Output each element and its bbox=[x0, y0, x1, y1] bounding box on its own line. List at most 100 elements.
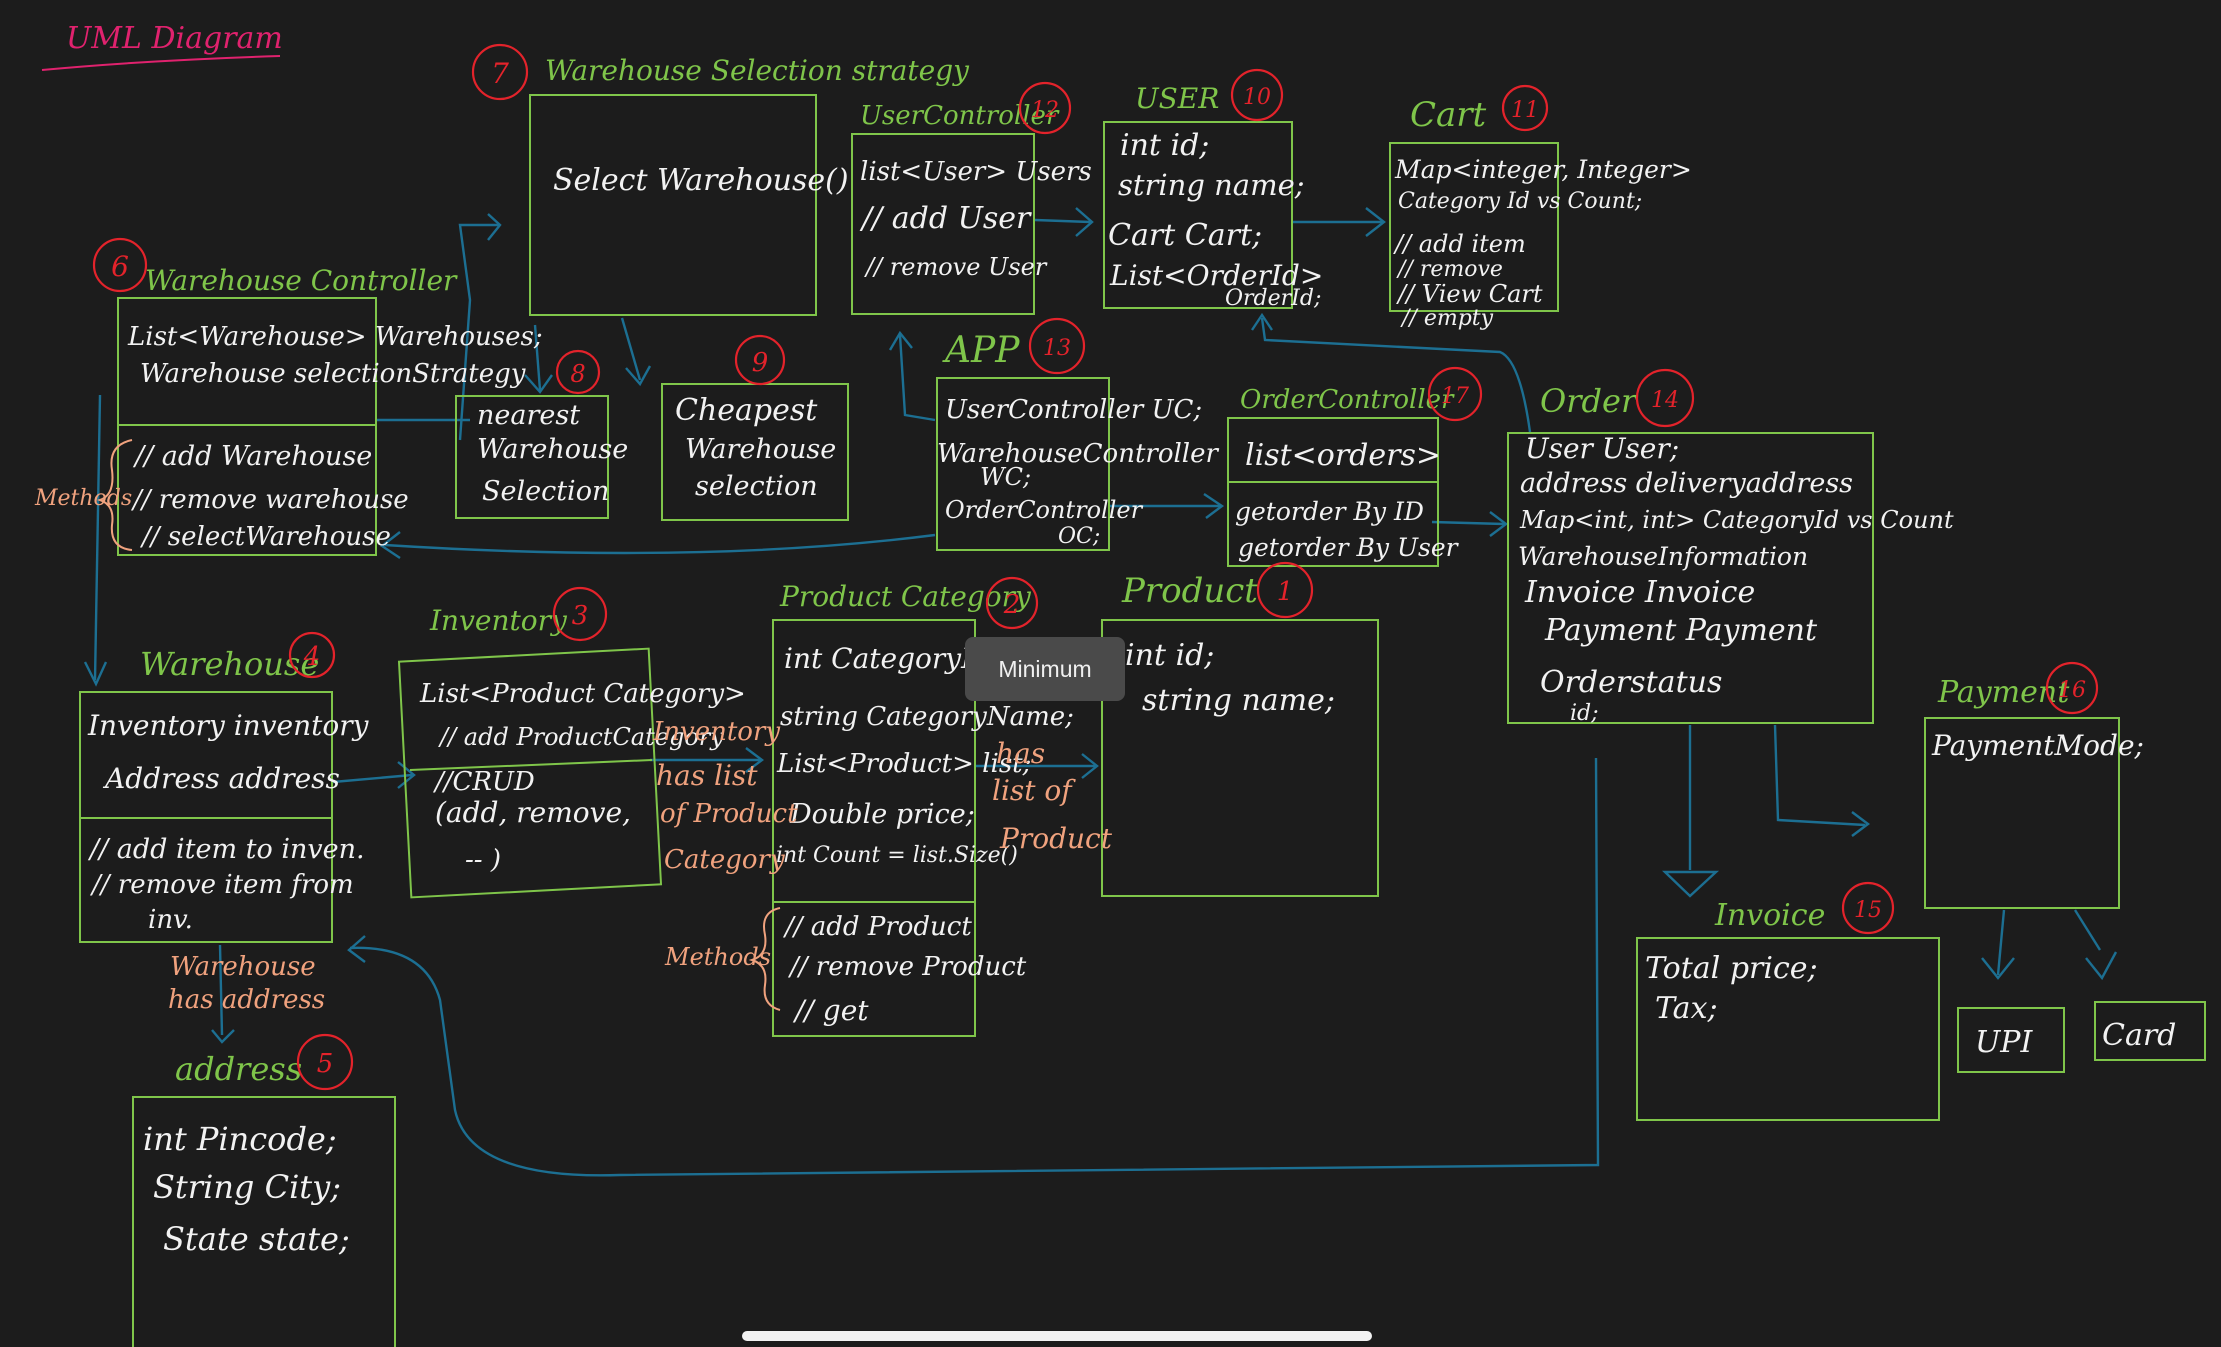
num-6: 6 bbox=[111, 250, 129, 283]
note-methods-left: Methods bbox=[34, 486, 132, 511]
class-name-product: Product bbox=[1121, 571, 1258, 611]
class-box-payment bbox=[1924, 717, 2120, 909]
order-attr-2: address deliveryaddress bbox=[1520, 468, 1853, 499]
cart-attr-5: // View Cart bbox=[1396, 280, 1543, 308]
uc-attr-1: list<User> Users bbox=[860, 157, 1092, 187]
num-11: 11 bbox=[1511, 98, 1539, 123]
num-17: 17 bbox=[1441, 384, 1469, 409]
brace-left bbox=[96, 439, 133, 551]
upi-name: UPI bbox=[1975, 1025, 2033, 1060]
class-name-user-controller: UserController bbox=[860, 101, 1060, 131]
cart-attr-3: // add item bbox=[1393, 230, 1526, 258]
class-box-order-controller bbox=[1227, 417, 1439, 567]
card-name: Card bbox=[2102, 1018, 2176, 1053]
num-1: 1 bbox=[1277, 577, 1294, 607]
cat-attr-5: int Count = list.Size() bbox=[776, 843, 1018, 868]
class-name-warehouse-controller: Warehouse Controller bbox=[145, 264, 458, 297]
cart-attr-2: Category Id vs Count; bbox=[1398, 189, 1642, 214]
app-attr-5: OC; bbox=[1058, 524, 1100, 549]
class-name-invoice: Invoice bbox=[1714, 898, 1825, 933]
class-box-cart bbox=[1389, 142, 1559, 312]
cheapest-line-1: Cheapest bbox=[675, 393, 818, 428]
class-name-inventory: Inventory bbox=[429, 604, 568, 637]
num-7: 7 bbox=[491, 57, 509, 90]
cat-method-3: // get bbox=[792, 994, 869, 1027]
order-attr-3: Map<int, int> CategoryId vs Count bbox=[1519, 506, 1954, 534]
class-box-card bbox=[2094, 1001, 2206, 1061]
num-16: 16 bbox=[2058, 678, 2086, 703]
connectors bbox=[83, 207, 2118, 1177]
class-name-payment: Payment bbox=[1937, 675, 2070, 710]
num-2: 2 bbox=[1003, 590, 1021, 620]
note-list-product-1: has bbox=[996, 737, 1045, 770]
num-8: 8 bbox=[570, 360, 585, 388]
address-attr-2: String City; bbox=[153, 1168, 341, 1206]
inv-method-2: (add, remove, bbox=[435, 796, 631, 829]
brace-cat bbox=[748, 907, 781, 1011]
cat-attr-1: int CategoryId bbox=[784, 642, 990, 675]
class-box-user bbox=[1103, 121, 1293, 309]
num-3: 3 bbox=[572, 601, 589, 631]
user-extra: OrderId; bbox=[1225, 286, 1321, 311]
class-box-warehouse-controller bbox=[117, 297, 377, 556]
class-box-warehouse bbox=[79, 691, 333, 943]
num-14: 14 bbox=[1651, 388, 1679, 413]
order-attr-6: Payment Payment bbox=[1544, 613, 1818, 648]
num-10: 10 bbox=[1243, 85, 1271, 110]
uc-attr-2: // add User bbox=[859, 201, 1032, 236]
home-indicator[interactable] bbox=[742, 1331, 1372, 1341]
class-box-strategy bbox=[529, 94, 817, 316]
invoice-attr-2: Tax; bbox=[1655, 991, 1718, 1026]
class-name-order-controller: OrderController bbox=[1240, 385, 1455, 415]
order-attr-5: Invoice Invoice bbox=[1524, 575, 1755, 610]
num-9: 9 bbox=[752, 348, 769, 378]
cheapest-line-2: Warehouse bbox=[685, 434, 836, 465]
oc-method-2: getorder By User bbox=[1238, 533, 1460, 562]
cat-attr-2: string CategoryName; bbox=[780, 702, 1074, 732]
user-attr-3: Cart Cart; bbox=[1108, 218, 1262, 253]
cat-attr-4: Double price; bbox=[789, 799, 975, 830]
strategy-method: Select Warehouse() bbox=[553, 163, 849, 198]
num-12: 12 bbox=[1031, 98, 1059, 123]
app-attr-3: WC; bbox=[980, 463, 1031, 491]
num-13: 13 bbox=[1043, 336, 1071, 361]
class-name-category: Product Category bbox=[779, 580, 1032, 613]
oc-method-1: getorder By ID bbox=[1235, 497, 1424, 526]
wh-method-1: // add item to inven. bbox=[87, 834, 365, 865]
cheapest-line-3: selection bbox=[695, 471, 818, 502]
cat-method-1: // add Product bbox=[782, 912, 972, 942]
note-inv-cat-2: has list bbox=[656, 759, 758, 792]
invoice-attr-1: Total price; bbox=[1645, 951, 1818, 986]
class-box-app bbox=[936, 377, 1110, 551]
class-name-cart: Cart bbox=[1410, 95, 1487, 135]
class-box-product bbox=[1101, 619, 1379, 897]
nearest-line-3: Selection bbox=[482, 476, 609, 507]
cart-attr-1: Map<integer, Integer> bbox=[1394, 155, 1692, 184]
app-attr-1: UserController UC; bbox=[945, 395, 1202, 425]
inv-attr-1: List<Product Category> bbox=[419, 679, 746, 709]
num-4: 4 bbox=[303, 642, 321, 672]
app-attr-4: OrderController bbox=[945, 496, 1144, 524]
order-attr-8: id; bbox=[1570, 701, 1599, 726]
whc-method-1: // add Warehouse bbox=[132, 441, 372, 472]
inv-method-3: -- ) bbox=[465, 845, 501, 875]
order-attr-4: WarehouseInformation bbox=[1518, 542, 1808, 571]
diagram-title: UML Diagram bbox=[66, 21, 283, 56]
class-box-inventory bbox=[397, 647, 663, 899]
address-attr-3: State state; bbox=[163, 1220, 350, 1258]
class-name-user: USER bbox=[1135, 82, 1219, 115]
title-underline bbox=[41, 55, 281, 71]
note-methods-cat: Methods bbox=[664, 943, 771, 971]
wh-attr-2: Address address bbox=[102, 762, 340, 795]
product-attr-1: int id; bbox=[1125, 638, 1214, 673]
payment-attr-1: PaymentMode; bbox=[1931, 729, 2144, 762]
note-wh-address-2: has address bbox=[168, 985, 325, 1015]
cat-attr-3: List<Product> list; bbox=[776, 749, 1031, 779]
note-inv-cat-3: of Product bbox=[660, 799, 798, 829]
inv-method-1: //CRUD bbox=[432, 767, 535, 797]
note-inv-cat-1: Inventory bbox=[652, 717, 780, 747]
note-list-product-2: list of bbox=[992, 774, 1076, 807]
cart-attr-4: // remove bbox=[1396, 257, 1503, 282]
note-list-product-3: Product bbox=[999, 822, 1113, 855]
user-attr-1: int id; bbox=[1120, 128, 1209, 163]
